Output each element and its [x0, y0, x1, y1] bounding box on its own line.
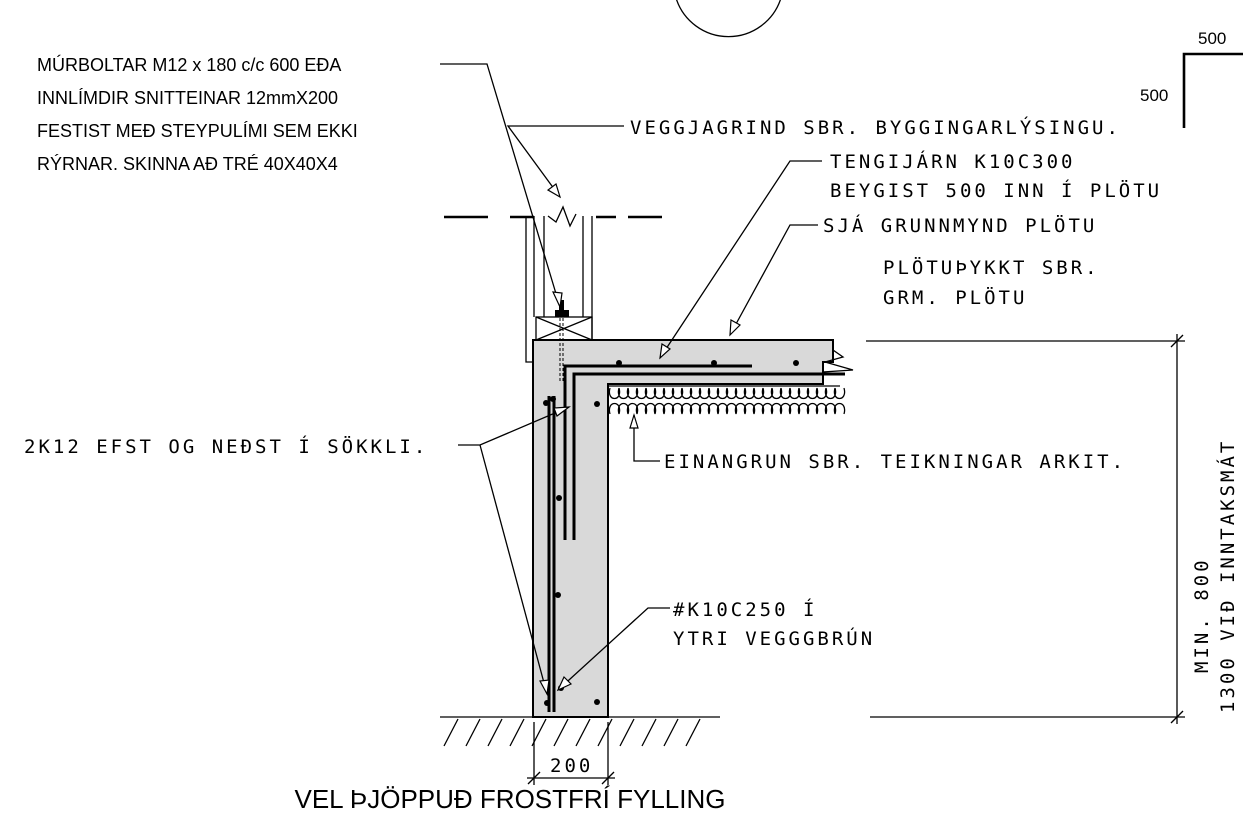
leader-lines — [440, 63, 822, 696]
rebar-dot — [594, 699, 600, 705]
anchor-bolt-note-line2: INNLÍMDIR SNITTEINAR 12mmX200 — [37, 88, 338, 108]
wall-width-label: 200 — [550, 755, 593, 777]
ground-hatch-line — [465, 718, 481, 747]
tie-bar-note-line2: BEYGIST 500 INN Í PLÖTU — [830, 179, 1162, 202]
bend-vertical-dimension: 500 — [1140, 86, 1168, 105]
rebar-dot — [711, 360, 717, 366]
insulation-note: EINANGRUN SBR. TEIKNINGAR ARKIT. — [664, 451, 1126, 473]
rebar-dot — [550, 396, 556, 402]
rebar-dot — [555, 592, 561, 598]
rebar-dot — [544, 700, 550, 706]
anchor-bolt — [555, 300, 569, 382]
ground-hatch-line — [575, 718, 591, 747]
ground-hatch-line — [597, 718, 613, 747]
depth-intake-label: 1300 VIÐ INNTAKSMÁT — [1216, 439, 1239, 713]
bend-detail-symbol: 500 500 — [1140, 29, 1243, 128]
ground-hatch-line — [443, 718, 459, 747]
ground-line — [440, 716, 720, 747]
rebar-dot — [616, 360, 622, 366]
ground-hatch-line — [553, 718, 569, 747]
ground-hatch-line — [685, 718, 701, 747]
ground-hatch-line — [641, 718, 657, 747]
rebar-dot — [556, 495, 562, 501]
anchor-bolt-note-line4: RÝRNAR. SKINNA AÐ TRÉ 40X40X4 — [37, 154, 338, 174]
footing-bars-note: 2K12 EFST OG NEÐST Í SÖKKLI. — [24, 435, 428, 458]
wall-frame-note: VEGGJAGRIND SBR. BYGGINGARLÝSINGU. — [630, 116, 1121, 139]
depth-dimension: MIN. 800 1300 VIÐ INNTAKSMÁT — [866, 334, 1239, 724]
tie-bar-note-line1: TENGIJÁRN K10C300 — [830, 150, 1075, 173]
wall-frame — [444, 205, 662, 363]
slab-plan-note: SJÁ GRUNNMYND PLÖTU — [823, 214, 1097, 237]
anchor-bolt-note-line1: MÚRBOLTAR M12 x 180 c/c 600 EÐA — [37, 54, 341, 75]
ground-hatch-line — [663, 718, 679, 747]
width-dimension: 200 — [527, 722, 615, 785]
slab-break-symbol — [822, 340, 854, 384]
mesh-note-line2: YTRI VEGGGBRÚN — [673, 626, 875, 650]
drawing-title: VEL ÞJÖPPUÐ FROSTFRÍ FYLLING — [294, 784, 725, 814]
slab-thickness-note-line1: PLÖTUÞYKKT SBR. — [883, 256, 1100, 279]
ground-hatch-line — [619, 718, 635, 747]
insulation-layer — [608, 385, 846, 415]
detail-callout-circle — [676, 0, 781, 38]
ground-hatch-line — [487, 718, 503, 747]
rebar-dot — [594, 401, 600, 407]
rebar-dot — [793, 360, 799, 366]
slab-thickness-note-line2: GRM. PLÖTU — [883, 286, 1027, 309]
reinforcement — [547, 364, 845, 712]
mesh-note-line1: #K10C250 Í — [673, 598, 817, 621]
depth-min-label: MIN. 800 — [1191, 557, 1213, 673]
rebar-dots — [543, 360, 799, 706]
rebar-dot — [543, 400, 549, 406]
anchor-bolt-note-line3: FESTIST MEÐ STEYPULÍMI SEM EKKI — [37, 121, 358, 141]
ground-hatch-line — [509, 718, 525, 747]
bend-horizontal-dimension: 500 — [1198, 29, 1226, 48]
